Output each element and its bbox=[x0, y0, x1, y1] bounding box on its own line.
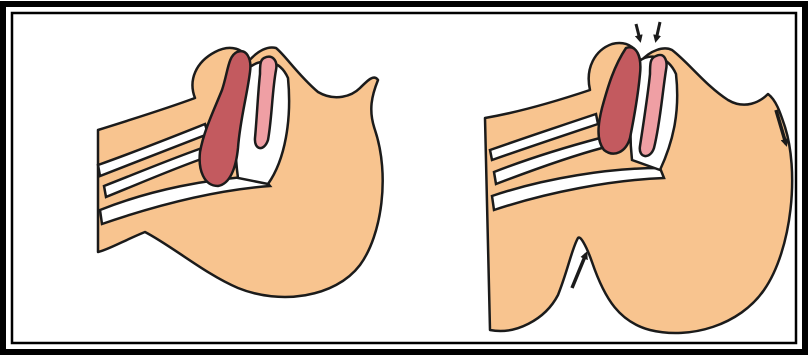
airway-comparison-figure bbox=[0, 0, 809, 356]
